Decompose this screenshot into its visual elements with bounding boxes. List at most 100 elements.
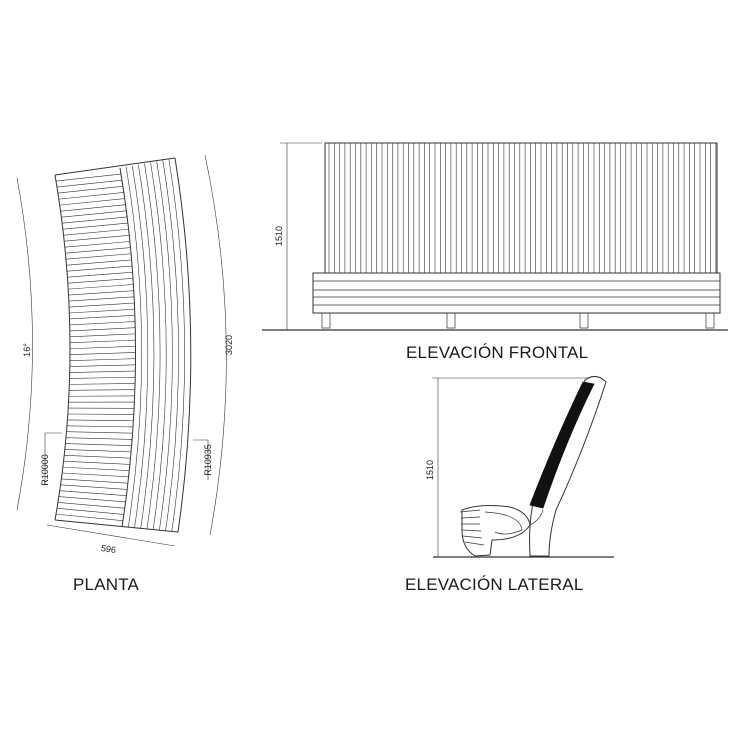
plan-outer-edge	[174, 157, 192, 533]
plan-seat-slat	[69, 339, 136, 344]
plan-seat-slat	[69, 376, 136, 379]
side-seat-inner-curve	[484, 511, 523, 535]
side-view	[432, 376, 614, 558]
plan-seat-slat	[62, 216, 128, 224]
plan-seat-slat	[57, 186, 123, 194]
plan-seat-slat	[58, 192, 124, 200]
plan-seat-slat	[66, 259, 132, 266]
plan-seat-slat	[68, 296, 135, 302]
front-view	[262, 142, 728, 331]
front-back-slats	[328, 143, 717, 273]
side-backrest-cushion	[529, 381, 595, 509]
plan-outer-radius-label: R10935	[203, 444, 213, 476]
plan-inner-radius-leader	[44, 432, 62, 485]
plan-back-slat	[144, 163, 161, 530]
plan-seat-slat	[55, 513, 123, 522]
plan-seat-slat	[69, 315, 135, 320]
plan-seat-slat	[69, 302, 135, 308]
plan-seat-slat	[69, 389, 135, 391]
front-height-label: 1510	[274, 226, 284, 246]
side-seat-slat-2	[460, 516, 481, 519]
plan-seat-slat	[59, 198, 125, 206]
plan-seat-slat	[68, 284, 134, 290]
plan-seat-slat	[69, 352, 136, 355]
plan-seat-slat	[63, 460, 130, 465]
plan-seat-slat	[64, 455, 131, 459]
plan-seat-slat	[64, 235, 130, 242]
plan-seat-slat	[61, 210, 127, 218]
side-elevation-title: ELEVACIÓN LATERAL	[405, 575, 584, 594]
plan-back-slat	[156, 161, 173, 531]
front-seat-band	[312, 272, 721, 314]
plan-outer-radius-leader	[193, 439, 209, 480]
plan-seat-slat	[67, 271, 133, 278]
plan-seat-slat	[65, 253, 132, 260]
plan-seat-slat	[67, 413, 134, 415]
plan-seat-slat	[68, 290, 134, 296]
plan-bottom-edge	[54, 519, 179, 533]
plan-seat-slat	[66, 431, 133, 434]
plan-seat-slat	[56, 179, 123, 188]
plan-seat-slat	[64, 449, 132, 453]
plan-seat-slat	[62, 472, 129, 478]
plan-view	[16, 154, 227, 547]
side-backrest-shell	[529, 376, 607, 557]
plan-seat-slat	[61, 478, 128, 484]
front-leg-4	[705, 312, 715, 329]
plan-seat-slat	[69, 345, 136, 350]
plan-depth-label: 596	[100, 543, 116, 555]
plan-seat-slat	[69, 364, 136, 367]
plan-back-slat	[150, 162, 167, 530]
plan-angle-dimension-line	[16, 177, 33, 511]
plan-seat-slat	[60, 484, 128, 490]
plan-slats	[55, 173, 136, 522]
plan-back-slat	[125, 166, 142, 528]
plan-seat-slat	[69, 370, 136, 373]
plan-seat-slat	[62, 466, 130, 471]
plan-back-slat	[162, 160, 179, 531]
plan-title: PLANTA	[73, 575, 140, 594]
plan-back-slat	[131, 165, 149, 529]
side-seat-body	[461, 505, 531, 557]
plan-angle-label: 16°	[22, 343, 32, 357]
plan-seat-slat	[63, 228, 129, 236]
plan-seat-slat	[67, 278, 134, 284]
plan-seat-slat	[67, 419, 134, 422]
plan-seat-slat	[60, 204, 126, 212]
plan-seat-slat	[65, 247, 131, 254]
plan-seat-slat	[64, 241, 130, 248]
side-seat-slat-4	[461, 529, 482, 532]
plan-depth-dimension-line	[46, 524, 176, 547]
plan-seat-slat	[55, 173, 122, 182]
plan-seat-slat	[65, 437, 133, 440]
plan-seat-slat	[69, 383, 136, 385]
side-support-leg	[529, 509, 544, 526]
plan-seat-slat	[58, 496, 126, 503]
plan-seat-slat	[62, 222, 128, 230]
plan-back-slats	[125, 159, 185, 532]
plan-seat-slat	[59, 490, 127, 496]
plan-seat-slat	[66, 265, 133, 272]
plan-inner-edge	[54, 174, 71, 521]
side-seat-slat-1	[459, 509, 481, 513]
front-leg-3	[579, 312, 589, 329]
plan-seat-slat	[65, 443, 132, 446]
plan-top-edge	[54, 157, 176, 176]
front-elevation-title: ELEVACIÓN FRONTAL	[406, 343, 589, 362]
side-seat-slat-5	[462, 535, 483, 539]
plan-seat-slat	[69, 327, 136, 332]
side-height-label: 1510	[425, 460, 435, 480]
front-backrest-outline	[324, 142, 718, 274]
plan-inner-radius-label: R10000	[40, 454, 50, 486]
plan-seat-slat	[69, 358, 136, 361]
plan-seat-slat	[66, 425, 134, 428]
plan-seat-edge	[119, 167, 136, 528]
plan-seat-slat	[69, 333, 136, 338]
plan-back-slat	[138, 164, 155, 529]
plan-seat-slat	[69, 308, 135, 314]
plan-length-dimension-line	[204, 154, 227, 536]
plan-back-slat	[168, 159, 185, 532]
plan-length-label: 3020	[224, 335, 234, 355]
plan-seat-slat	[57, 502, 125, 509]
front-leg-2	[446, 312, 456, 329]
